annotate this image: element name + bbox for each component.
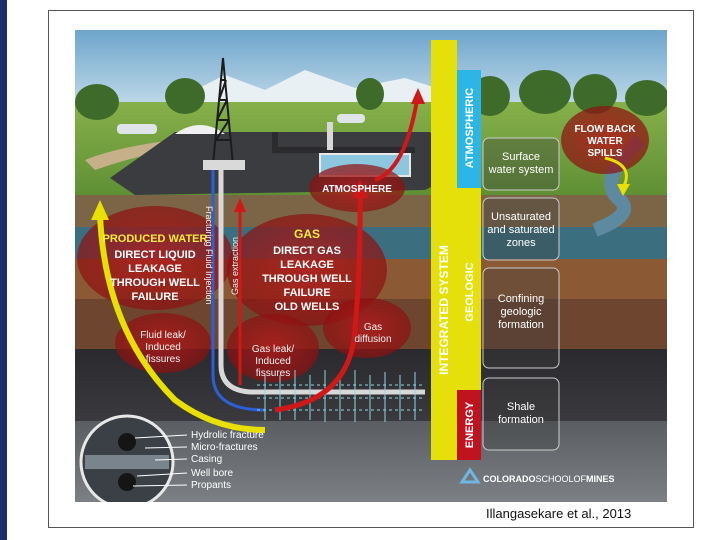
- inset-pointers: [132, 434, 188, 487]
- wellbore-inset: [79, 414, 175, 502]
- zone-shale-2: formation: [498, 414, 544, 426]
- zone-box-unsaturated: [482, 197, 560, 261]
- atmosphere-label: ATMOSPHERE: [322, 184, 392, 195]
- zone-box-shale: [482, 377, 560, 451]
- produced-water-desc-1: DIRECT LIQUID: [114, 249, 195, 261]
- zone-confining-1: Confining: [498, 293, 544, 305]
- atmospheric-band: [457, 70, 481, 188]
- inset-label-well-bore: Well bore: [191, 468, 233, 479]
- inset-label-hydrolic-fracture: Hydrolic fracture: [191, 430, 264, 441]
- energy-band: [457, 390, 481, 460]
- pad-road: [272, 132, 415, 153]
- inset-label-micro-fractures: Micro-fractures: [191, 442, 258, 453]
- geologic-label: GEOLOGIC: [464, 262, 476, 321]
- fracking-diagram: PRODUCED WATER DIRECT LIQUID LEAKAGE THR…: [75, 30, 667, 502]
- slide-accent-bar: [0, 0, 7, 540]
- gas-migration-arrowhead: [352, 180, 368, 198]
- geologic-band: [431, 40, 457, 460]
- citation-caption: Illangasekare et al., 2013: [486, 506, 632, 521]
- gas-migration-arrow: [274, 189, 363, 413]
- logo-colorado: COLORADO: [483, 474, 536, 484]
- gas-desc-1: DIRECT GAS: [273, 245, 341, 257]
- gas-diffusion-label-1: Gas: [364, 322, 382, 333]
- energy-label: ENERGY: [464, 401, 476, 448]
- gas-desc-4: FAILURE: [283, 287, 330, 299]
- flow-back-label-3: SPILLS: [587, 148, 622, 159]
- fluid-leak-label-3: fissures: [146, 354, 180, 365]
- produced-water-label: PRODUCED WATER: [103, 233, 208, 245]
- flow-back-label-1: FLOW BACK: [574, 124, 636, 135]
- zone-box-confining: [482, 267, 560, 369]
- well-pad: [110, 132, 465, 195]
- colorado-school-of-mines-logo: [459, 467, 481, 484]
- produced-water-arrow: [97, 214, 266, 433]
- atmospheric-label: ATMOSPHERIC: [464, 88, 476, 169]
- red-zones: [77, 106, 649, 382]
- trucks: [117, 114, 365, 134]
- fracture-network: [257, 370, 423, 422]
- zone-surface-1: Surface: [502, 151, 540, 163]
- derrick-base: [203, 160, 245, 170]
- produced-water-arrowhead: [91, 200, 109, 220]
- atmosphere-arrow: [374, 99, 419, 182]
- zone-unsaturated-2: and saturated: [487, 224, 554, 236]
- zone-surface-2: water system: [488, 164, 554, 176]
- produced-water-desc-4: FAILURE: [131, 291, 178, 303]
- atmosphere-arrowhead: [411, 88, 425, 104]
- drilling-derrick: [212, 57, 234, 166]
- flow-back-label-2: WATER: [587, 136, 623, 147]
- produced-water-desc-3: THROUGH WELL: [110, 277, 200, 289]
- logo-school: SCHOOL: [536, 474, 574, 484]
- storage-building: [175, 125, 225, 134]
- zone-confining-2: geologic: [501, 306, 542, 318]
- wellhead: [327, 122, 333, 150]
- fracturing-fluid-pipe: [218, 170, 425, 395]
- zone-confining-3: formation: [498, 319, 544, 331]
- gas-extraction-label: Gas extraction: [230, 237, 240, 295]
- gas-leak-label-1: Gas leak/: [252, 344, 294, 355]
- fluid-leak-label-2: Induced: [145, 342, 181, 353]
- logo-mines: MINES: [586, 474, 615, 484]
- gas-leak-label-2: Induced: [255, 356, 291, 367]
- flow-back-arrowhead: [617, 184, 630, 196]
- gas-label: GAS: [294, 227, 320, 241]
- mountains: [175, 70, 455, 110]
- gas-desc-2: LEAKAGE: [280, 259, 334, 271]
- gas-desc-3: THROUGH WELL: [262, 273, 352, 285]
- zone-box-surface: [482, 137, 560, 191]
- gas-leak-label-3: fissures: [256, 368, 290, 379]
- inset-label-casing: Casing: [191, 454, 222, 465]
- zone-shale-1: Shale: [507, 401, 535, 413]
- fracturing-fluid-label: Fracturing Fluid Injection: [204, 206, 214, 305]
- zone-unsaturated-3: zones: [506, 237, 536, 249]
- produced-water-desc-2: LEAKAGE: [128, 263, 182, 275]
- gas-extraction-arrowhead: [234, 198, 246, 212]
- integrated-system-label: INTEGRATED SYSTEM: [437, 245, 451, 375]
- fluid-leak-label-1: Fluid leak/: [140, 330, 186, 341]
- fluid-injection-line: [211, 170, 266, 412]
- logo-of: OF: [574, 474, 587, 484]
- geologic-sub-band: [457, 188, 481, 390]
- logo-text: COLORADOSCHOOLOFMINES: [483, 474, 615, 484]
- zone-unsaturated-1: Unsaturated: [491, 211, 551, 223]
- gas-diffusion-label-2: diffusion: [354, 334, 391, 345]
- inset-label-propants: Propants: [191, 480, 231, 491]
- gas-desc-5: OLD WELLS: [275, 301, 340, 313]
